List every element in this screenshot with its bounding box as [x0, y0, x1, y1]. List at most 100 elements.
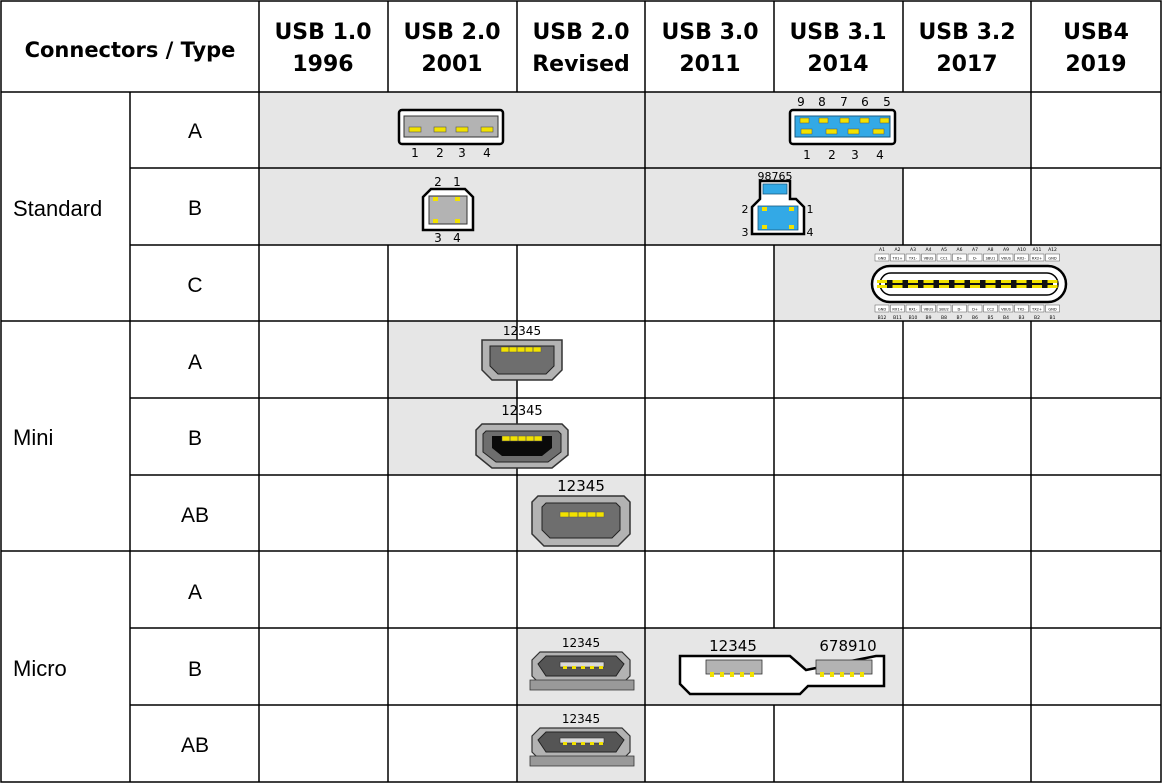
- type-c-pin-id: B8: [941, 315, 947, 321]
- col-header-line1: USB4: [1063, 20, 1129, 45]
- type-c-pin-label: CC1: [940, 257, 947, 261]
- pin-label: 12345: [709, 637, 757, 655]
- pin-label: 6: [861, 95, 869, 109]
- type-c-pin-box: [983, 304, 998, 313]
- type-c-contact: [1047, 285, 1058, 288]
- type-c-contact: [877, 285, 887, 288]
- type-c-pin-label: VBUS: [1001, 308, 1012, 312]
- col-header-line1: USB 3.2: [918, 20, 1015, 45]
- standard-a-usb2-connector: 1 2 3 4: [397, 108, 505, 160]
- type-c-pin-box: [983, 253, 998, 262]
- group-label-standard: Standard: [13, 196, 102, 221]
- type-label: B: [188, 197, 202, 220]
- type-c-contact: [1016, 280, 1027, 283]
- pin-label: 4: [876, 148, 884, 162]
- type-label: B: [188, 658, 202, 681]
- pin-label: 3: [742, 226, 749, 239]
- col-header-line1: USB 2.0: [403, 20, 500, 45]
- type-c-pin-box: [890, 304, 905, 313]
- type-c-pin-box: [998, 304, 1014, 313]
- type-c-pin-label: SBU2: [939, 308, 949, 312]
- type-c-pin-box: [967, 304, 983, 313]
- type-label: A: [188, 581, 202, 604]
- type-c-pin-box: [905, 304, 921, 313]
- type-c-pin-label: D-: [957, 308, 962, 312]
- corner-header: Connectors / Type: [25, 38, 236, 62]
- type-c-pin-label: RX1-: [909, 308, 918, 312]
- col-header-line1: USB 1.0: [274, 20, 371, 45]
- type-c-contact: [1032, 280, 1042, 283]
- pin-label: 1: [807, 203, 814, 216]
- type-c-pin-label: VBUS: [924, 308, 935, 312]
- type-c-pin-id: A12: [1048, 247, 1057, 253]
- type-c-pin-id: B3: [1019, 315, 1025, 321]
- pin-label: 1: [803, 148, 811, 162]
- type-c-pin-label: TX1+: [892, 257, 903, 261]
- type-c-contact: [877, 280, 887, 283]
- type-label: A: [188, 120, 202, 143]
- pin-label: 3: [458, 146, 466, 160]
- type-c-pin-box: [1045, 304, 1060, 313]
- type-c-pin-id: A3: [910, 247, 916, 253]
- pin-label: 1: [411, 146, 419, 160]
- type-c-pin-box: [952, 253, 967, 262]
- micro-ab-connector: 12345: [529, 712, 635, 767]
- pin-label: 5: [883, 95, 891, 109]
- type-c-pin-label: GND: [878, 308, 886, 312]
- type-c-contact: [954, 280, 965, 283]
- type-c-pin-box: [905, 253, 921, 262]
- pin-label: 3: [851, 148, 859, 162]
- type-c-pin-box: [936, 253, 952, 262]
- pin-label: 678910: [819, 637, 876, 655]
- type-c-pin-id: B2: [1034, 315, 1040, 321]
- type-c-contact: [939, 285, 949, 288]
- type-c-pin-label: TX1-: [908, 257, 918, 261]
- pin-label: 9: [797, 95, 805, 109]
- standard-b-usb3-connector: 98765 2 1 3 4: [742, 170, 814, 239]
- type-c-pin-id: A11: [1033, 247, 1042, 253]
- pin-label: 3: [434, 231, 442, 245]
- type-c-pin-id: B10: [909, 315, 918, 321]
- group-label-micro: Micro: [13, 656, 67, 681]
- type-label: AB: [181, 504, 209, 527]
- col-header-line2: 2019: [1065, 52, 1126, 77]
- type-c-pin-id: B1: [1050, 315, 1056, 321]
- type-c-pin-box: [1029, 304, 1045, 313]
- type-c-contact: [954, 285, 965, 288]
- pin-label: 12345: [503, 324, 541, 338]
- type-c-pin-box: [1029, 253, 1045, 262]
- mini-ab-connector: 12345: [531, 477, 631, 547]
- type-c-pin-id: B9: [926, 315, 932, 321]
- pin-label: 1: [453, 175, 461, 189]
- pin-label: 12345: [562, 712, 600, 726]
- type-c-pin-id: B11: [893, 315, 902, 321]
- type-c-pin-id: B6: [972, 315, 978, 321]
- type-c-contact: [985, 280, 996, 283]
- standard-b-usb2-connector: 2 1 3 4: [421, 175, 475, 245]
- type-c-pin-box: [936, 304, 952, 313]
- type-c-contact: [1016, 285, 1027, 288]
- type-c-contact: [970, 280, 980, 283]
- type-c-pin-id: A8: [988, 247, 994, 253]
- pin-label: 2: [828, 148, 836, 162]
- type-c-pin-id: A10: [1017, 247, 1026, 253]
- type-c-contact: [923, 280, 934, 283]
- type-c-pin-id: B7: [957, 315, 963, 321]
- type-c-pin-label: RX2-: [1017, 257, 1026, 261]
- type-c-contact: [985, 285, 996, 288]
- col-header-line1: USB 3.0: [661, 20, 758, 45]
- type-c-pin-box: [1014, 253, 1029, 262]
- type-c-pin-id: B12: [878, 315, 887, 321]
- type-c-pin-box: [967, 253, 983, 262]
- type-c-contact: [923, 285, 934, 288]
- pin-label: 8: [818, 95, 826, 109]
- col-header-line2: Revised: [532, 52, 630, 77]
- type-c-contact: [892, 285, 903, 288]
- type-c-pin-label: TX2+: [1031, 308, 1042, 312]
- col-header-line2: 2014: [807, 52, 868, 77]
- mini-a-connector: 12345: [481, 324, 563, 381]
- pin-label: 12345: [562, 636, 600, 650]
- type-c-contact: [892, 280, 903, 283]
- pin-label: 2: [434, 175, 442, 189]
